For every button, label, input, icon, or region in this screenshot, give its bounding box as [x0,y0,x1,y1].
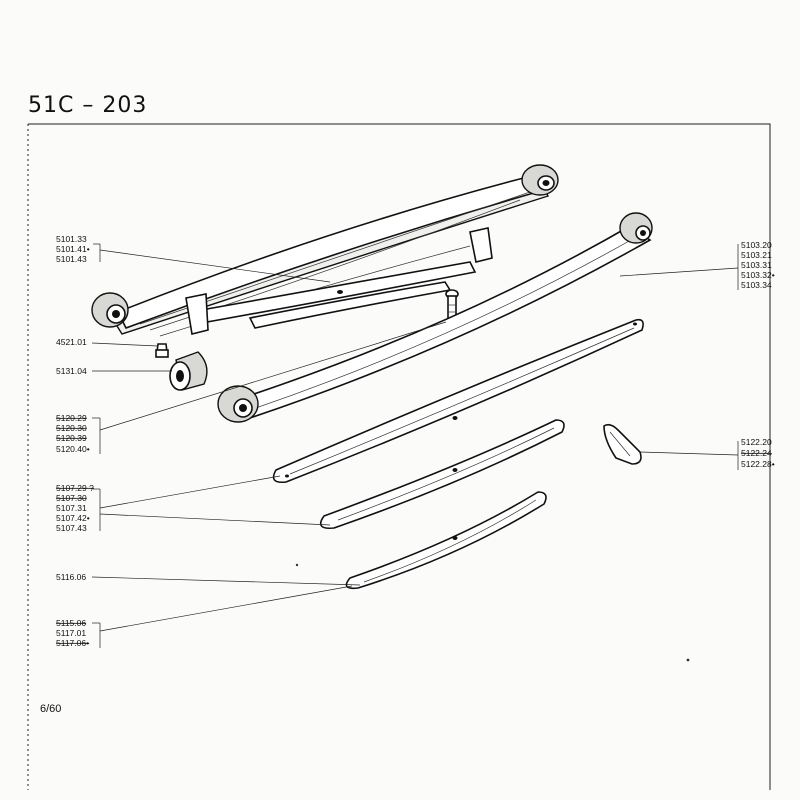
leader-lines [91,243,739,648]
scan-speck [686,658,690,662]
callout-label: 5103.32• [741,270,775,280]
callout-main-leaf: 5101.33 5101.41• 5101.43 [56,234,90,264]
callout-label: 5101.43 [56,254,87,264]
callout-label: 5107.31 [56,503,87,513]
callout-label: 5120.39 [56,433,87,443]
callout-label: 5120.40• [56,444,90,454]
leaf-fourth [319,419,565,530]
scan-speck [295,563,299,567]
callout-bushing: 5131.04 [56,366,87,376]
callout-label: 5117.01 [56,628,86,638]
callout-second-leaf: 5103.20 5103.21 5103.31 5103.32• 5103.34 [741,240,775,290]
page-number: 6/60 [40,703,61,715]
callout-label: 5120.30 [56,423,87,433]
callout-label: 5120.29 [56,413,87,423]
frame-border [28,123,771,790]
main-leaf-spring [91,164,559,337]
callout-label: 5107.30 [56,493,87,503]
sheet-title: 51C – 203 [28,93,147,118]
callout-rear-spring: 5120.29 5120.30 5120.39 5120.40• [56,413,90,454]
second-leaf [217,212,653,423]
leaf-fifth [345,491,547,590]
callout-label: 5101.41• [56,244,90,254]
spring-bushing [169,351,208,391]
callout-label: 5107.43 [56,523,87,533]
callout-clip: 5122.20 5122.24 5122.28• [741,437,775,469]
callout-label: 5103.20 [741,240,772,250]
callout-label: 5103.21 [741,250,772,260]
callout-label: 5107.29 ? [56,483,94,493]
leaf-third [272,318,644,484]
spring-nut [155,343,169,358]
callout-label: 5101.33 [56,234,87,244]
callout-label: 5117.06• [56,638,89,648]
callout-label: 5103.34 [741,280,772,290]
callout-label: 5107.42• [56,513,90,523]
callout-centre-bolt: 4521.01 [56,337,87,347]
callout-label: 5122.28• [741,459,775,469]
callout-leaf-5: 5115.06 5117.01 5117.06• [56,618,89,648]
callout-label: 5122.24 [741,448,772,458]
rebound-clip [603,423,642,465]
callout-label: 5115.06 [56,618,86,628]
callout-label: 5103.31 [741,260,772,270]
callout-label: 5122.20 [741,437,772,447]
callout-leaf-3: 5107.29 ? 5107.30 5107.31 5107.42• 5107.… [56,483,94,533]
callout-leaf-4: 5116.06 [56,572,86,582]
